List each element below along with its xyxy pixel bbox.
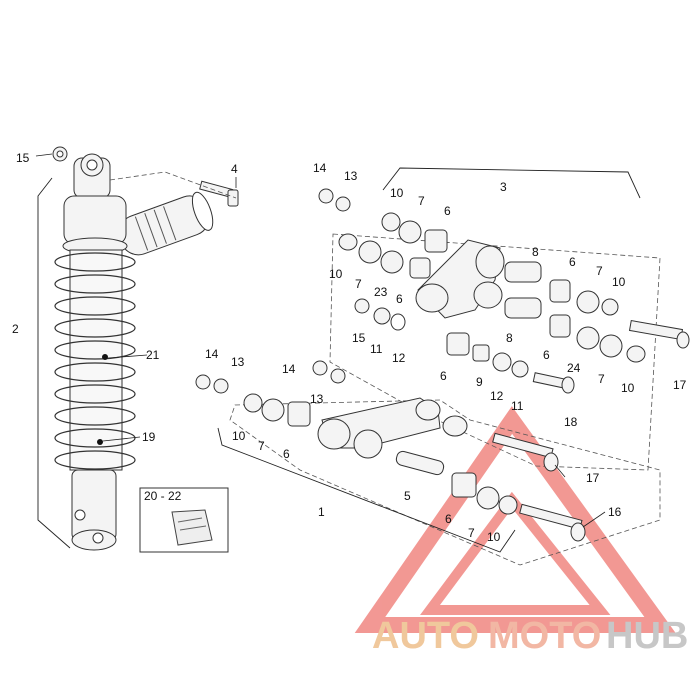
label-13: 13 — [231, 355, 245, 369]
label-11: 11 — [370, 342, 383, 356]
label-4: 4 — [231, 162, 238, 176]
label-8: 8 — [532, 245, 539, 259]
label-7: 7 — [258, 439, 265, 453]
label-8: 8 — [506, 331, 513, 345]
label-10: 10 — [612, 275, 626, 289]
label-12: 12 — [490, 389, 504, 403]
dashed-group-1 — [229, 399, 661, 566]
label-12: 12 — [392, 351, 406, 365]
label-10: 10 — [232, 429, 246, 443]
label-6: 6 — [440, 369, 447, 383]
upper-linkage-parts — [318, 188, 690, 394]
bracket-2 — [37, 177, 71, 549]
label-13: 13 — [310, 392, 324, 406]
label-21: 21 — [146, 348, 160, 362]
label-15: 15 — [352, 331, 366, 345]
label-23: 23 — [374, 285, 388, 299]
shock-absorber — [52, 146, 239, 551]
label-6: 6 — [444, 204, 451, 218]
label-15: 15 — [16, 151, 30, 165]
inset-box — [139, 487, 229, 553]
label-14: 14 — [282, 362, 296, 376]
label-17: 17 — [586, 471, 600, 485]
watermark-brand: AUTO MOTO HUB — [372, 615, 688, 657]
spring-coils — [54, 252, 136, 470]
label-10: 10 — [329, 267, 343, 281]
watermark-moto: MOTO — [488, 615, 601, 657]
bracket-3 — [382, 167, 641, 199]
label-3: 3 — [500, 180, 507, 194]
label-9: 9 — [476, 375, 483, 389]
label-2: 2 — [12, 322, 19, 336]
label-7: 7 — [468, 526, 475, 540]
label-6: 6 — [396, 292, 403, 306]
label-18: 18 — [564, 415, 578, 429]
label-inset-20-22: 20 - 22 — [144, 489, 182, 503]
label-10: 10 — [621, 381, 635, 395]
label-16: 16 — [608, 505, 622, 519]
label-5: 5 — [404, 489, 411, 503]
label-14: 14 — [313, 161, 327, 175]
dashed-group-3 — [329, 233, 661, 471]
label-6: 6 — [543, 348, 550, 362]
label-7: 7 — [355, 277, 362, 291]
label-7: 7 — [596, 264, 603, 278]
label-6: 6 — [569, 255, 576, 269]
label-7: 7 — [418, 194, 425, 208]
label-6: 6 — [445, 512, 452, 526]
label-17: 17 — [673, 378, 687, 392]
label-10: 10 — [390, 186, 404, 200]
label-13: 13 — [344, 169, 358, 183]
lower-linkage-parts — [195, 360, 586, 542]
label-1: 1 — [318, 505, 325, 519]
label-11: 11 — [511, 399, 524, 413]
watermark-auto: AUTO — [372, 615, 479, 657]
label-14: 14 — [205, 347, 219, 361]
label-24: 24 — [567, 361, 581, 375]
label-19: 19 — [142, 430, 156, 444]
bracket-1 — [217, 427, 516, 553]
callout-labels: 15 4 2 21 19 20 - 22 14 13 3 10 7 6 8 6 … — [12, 151, 687, 544]
label-6: 6 — [283, 447, 290, 461]
leader-lines — [35, 153, 606, 528]
label-7: 7 — [598, 372, 605, 386]
watermark-hub: HUB — [606, 615, 688, 657]
label-10: 10 — [487, 530, 501, 544]
watermark-triangle — [354, 406, 676, 633]
